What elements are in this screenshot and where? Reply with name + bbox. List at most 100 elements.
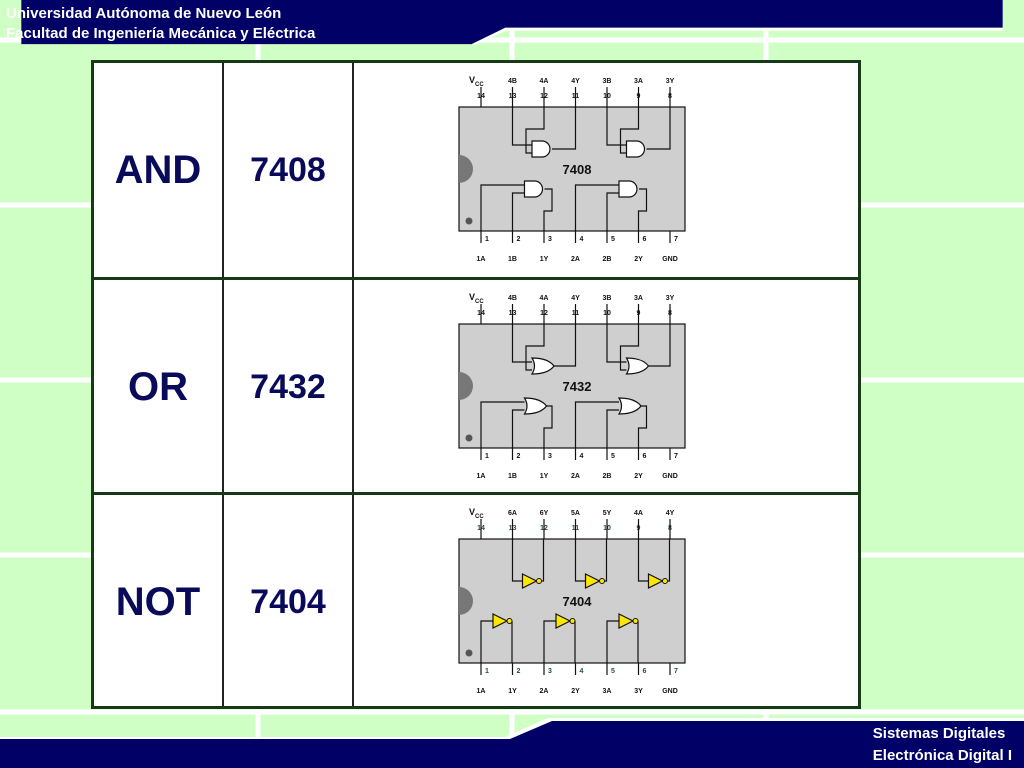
pin-label: 2Y (634, 473, 643, 480)
vcc-label: VCC (469, 507, 484, 520)
pin-label: 4A (540, 78, 549, 85)
header-title: Universidad Autónoma de Nuevo León Facul… (6, 4, 315, 44)
wire (646, 324, 671, 367)
pin-number: 2 (517, 236, 521, 243)
not-gate-icon (555, 613, 572, 629)
ic-body (458, 106, 686, 232)
vcc-label: VCC (469, 292, 484, 305)
not-gate-icon (584, 573, 601, 589)
wire (574, 539, 586, 582)
pin1-dot (465, 649, 473, 657)
pin-label: 1A (477, 688, 486, 695)
pin-number: 1 (485, 236, 489, 243)
pin-label: 1A (477, 473, 486, 480)
wire (574, 184, 619, 231)
pin-label: 3B (603, 295, 612, 302)
pin-label: 2Y (571, 688, 580, 695)
wire (525, 324, 545, 371)
column-divider (352, 63, 354, 706)
wire (646, 107, 671, 150)
university-name: Universidad Autónoma de Nuevo León (6, 5, 282, 22)
pin-label: 5Y (603, 510, 612, 517)
not-gate-icon (521, 573, 538, 589)
ic-pinout: VCC4B4A4Y3B3A3Y141312111098743212345671A… (458, 292, 686, 480)
pin1-dot (465, 434, 473, 442)
gates-table: AND 7408 VCC4B4A4Y3B3A3Y1413121110987408… (91, 60, 861, 709)
pin-label: 1B (508, 473, 517, 480)
chip-number: 7404 (250, 582, 326, 621)
pinout-diagram-7404: VCC6A6Y5A5Y4A4Y141312111098740412345671A… (354, 495, 858, 709)
wire (541, 539, 545, 582)
pin-number: 5 (611, 453, 615, 460)
pin-label: 2B (603, 256, 612, 263)
pin-label: 3A (634, 295, 643, 302)
table-row-or: OR 7432 VCC4B4A4Y3B3A3Y14131211109874321… (94, 280, 858, 494)
pin-label: 3A (634, 78, 643, 85)
subject-name: Electrónica Digital I (872, 747, 1012, 764)
wire (543, 188, 553, 231)
pin-label: 1Y (508, 688, 517, 695)
pin-label: GND (662, 473, 678, 480)
or-gate-icon (530, 357, 555, 375)
pin-label: 6Y (540, 510, 549, 517)
wire (574, 401, 619, 448)
and-gate-icon (618, 180, 638, 198)
pin-label: 6A (508, 510, 517, 517)
table-row-and: AND 7408 VCC4B4A4Y3B3A3Y1413121110987408… (94, 63, 858, 277)
pin-number: 3 (548, 236, 552, 243)
vcc-label: VCC (469, 75, 484, 88)
gate-name: OR (128, 364, 188, 409)
pin-label: 3Y (634, 688, 643, 695)
wire (606, 620, 619, 663)
wire (480, 184, 525, 231)
pin-label: GND (662, 256, 678, 263)
header-bar (21, 0, 1003, 46)
pin-label: 4Y (666, 510, 675, 517)
column-divider (222, 63, 224, 706)
gate-name: NOT (115, 579, 201, 624)
row-divider (94, 492, 858, 495)
wire (480, 620, 493, 663)
footer-bar (0, 718, 1024, 768)
pin-label: 2A (571, 256, 580, 263)
pin-number: 3 (548, 668, 552, 675)
pin-label: 2Y (634, 256, 643, 263)
pin-label: 4Y (571, 295, 580, 302)
pin-label: 5A (571, 510, 580, 517)
wire (637, 405, 648, 448)
wire (552, 324, 577, 367)
wire (511, 539, 523, 582)
gate-name: AND (114, 147, 202, 192)
wire (637, 188, 648, 231)
pin-number: 4 (580, 453, 584, 460)
wire (606, 192, 619, 231)
pin-label: 2A (571, 473, 580, 480)
vcc-subscript: CC (475, 82, 484, 88)
pin-label: 1Y (540, 256, 549, 263)
inverter-bubble-icon (506, 618, 513, 624)
ic-pinout: VCC6A6Y5A5Y4A4Y141312111098740412345671A… (458, 507, 686, 695)
not-gate-icon (618, 613, 635, 629)
ic-notch (459, 155, 473, 183)
pin-number: 2 (517, 668, 521, 675)
not-gate-icon (647, 573, 664, 589)
pin-number: 6 (643, 236, 647, 243)
pin-number: 5 (611, 236, 615, 243)
pin-label: 1B (508, 256, 517, 263)
ic-notch (459, 372, 473, 400)
pin-label: 4B (508, 295, 517, 302)
wire (637, 539, 649, 582)
and-gate-icon (531, 140, 551, 158)
table-row-not: NOT 7404 VCC6A6Y5A5Y4A4Y1413121110987404… (94, 495, 858, 709)
pin-label: 4A (540, 295, 549, 302)
pin-label: 2B (603, 473, 612, 480)
chip-number: 7408 (250, 150, 326, 189)
pin-number: 4 (580, 236, 584, 243)
or-gate-icon (523, 397, 548, 415)
vcc-subscript: CC (475, 299, 484, 305)
wire (552, 107, 577, 150)
pin-number: 3 (548, 453, 552, 460)
wire (619, 107, 640, 154)
wire (543, 405, 553, 448)
wire (480, 401, 525, 448)
